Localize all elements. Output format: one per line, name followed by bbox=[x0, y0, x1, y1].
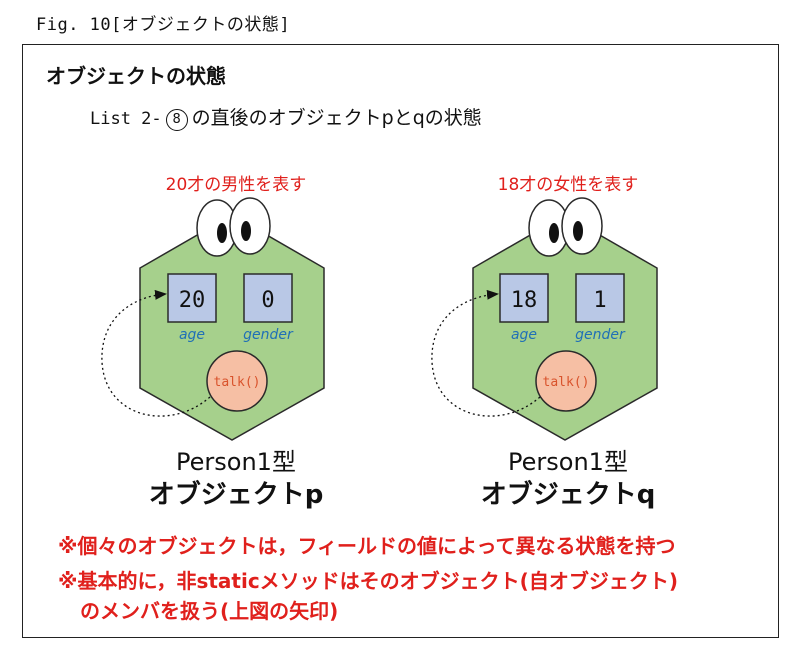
circled-number: 8 bbox=[165, 109, 188, 131]
object-q-description: 18才の女性を表す bbox=[498, 175, 639, 195]
figure-caption: Fig. 10[オブジェクトの状態] bbox=[36, 15, 291, 35]
note-methods-continued: のメンバを扱う(上図の矢印) bbox=[80, 599, 339, 623]
method-to-field-arrow bbox=[431, 289, 541, 417]
gender-field-box bbox=[575, 273, 625, 323]
figure-frame bbox=[22, 44, 779, 638]
object-q-body bbox=[472, 214, 658, 441]
object-p-body bbox=[139, 214, 325, 441]
gender-field-box bbox=[243, 273, 293, 323]
age-value: 20 bbox=[179, 288, 206, 313]
age-value: 18 bbox=[511, 288, 538, 313]
object-p-description: 20才の男性を表す bbox=[166, 175, 307, 195]
frame-heading: オブジェクトの状態 bbox=[46, 64, 226, 88]
gender-label: gender bbox=[575, 327, 626, 343]
age-field-box bbox=[499, 273, 549, 323]
object-q-type: Person1型 bbox=[508, 448, 628, 476]
talk-method-label: talk() bbox=[543, 375, 590, 390]
talk-method-circle bbox=[535, 350, 597, 412]
age-label: age bbox=[511, 327, 537, 343]
object-q-name: オブジェクトq bbox=[481, 479, 656, 510]
subheading-text: の直後のオブジェクトpとqの状態 bbox=[191, 107, 482, 129]
gender-value: 0 bbox=[261, 288, 274, 313]
age-field-box bbox=[167, 273, 217, 323]
gender-label: gender bbox=[243, 327, 294, 343]
note-methods: ※基本的に，非staticメソッドはそのオブジェクト(自オブジェクト) bbox=[58, 569, 678, 593]
note-states: ※個々のオブジェクトは，フィールドの値によって異なる状態を持つ bbox=[58, 534, 676, 558]
talk-method-label: talk() bbox=[214, 375, 261, 390]
gender-value: 1 bbox=[593, 288, 606, 313]
object-p: 20才の男性を表す 20 age 0 gender talk() Person1… bbox=[101, 175, 325, 510]
object-p-name: オブジェクトp bbox=[149, 479, 324, 510]
object-p-type: Person1型 bbox=[176, 448, 296, 476]
method-to-field-arrow bbox=[101, 289, 211, 417]
age-label: age bbox=[179, 327, 205, 343]
list-reference: List 2- bbox=[90, 109, 162, 129]
talk-method-circle bbox=[206, 350, 268, 412]
object-q: 18才の女性を表す 18 age 1 gender talk() Person1… bbox=[431, 175, 658, 510]
object-p-eyes bbox=[196, 197, 271, 257]
object-q-eyes bbox=[528, 197, 603, 257]
